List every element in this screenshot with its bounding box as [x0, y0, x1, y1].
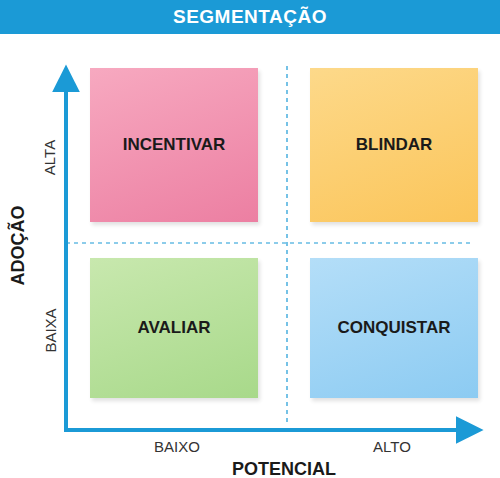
axis-tick-label: ALTA: [41, 139, 58, 174]
sticky-note: AVALIAR: [90, 258, 258, 398]
quadrant-label: BLINDAR: [356, 135, 433, 155]
divider-line: [286, 66, 287, 422]
sticky-note: BLINDAR: [310, 68, 478, 222]
title-bar: SEGMENTAÇÃO: [0, 0, 500, 34]
quadrant-label: CONQUISTAR: [337, 318, 450, 338]
axis-tick-label: BAIXO: [154, 438, 200, 455]
sticky-note: CONQUISTAR: [310, 258, 478, 398]
axis-tick-label: ALTO: [373, 438, 411, 455]
axis-arrow: [64, 70, 68, 430]
quadrant-label: INCENTIVAR: [123, 135, 226, 155]
axis-arrow: [64, 428, 478, 432]
axis-tick-label: BAIXA: [42, 308, 59, 352]
divider-line: [66, 242, 474, 243]
title: SEGMENTAÇÃO: [173, 6, 327, 28]
axis-title: POTENCIAL: [232, 459, 336, 478]
quadrant-label: AVALIAR: [137, 318, 210, 338]
axis-title: ADOÇÃO: [8, 205, 29, 285]
sticky-note: INCENTIVAR: [90, 68, 258, 222]
